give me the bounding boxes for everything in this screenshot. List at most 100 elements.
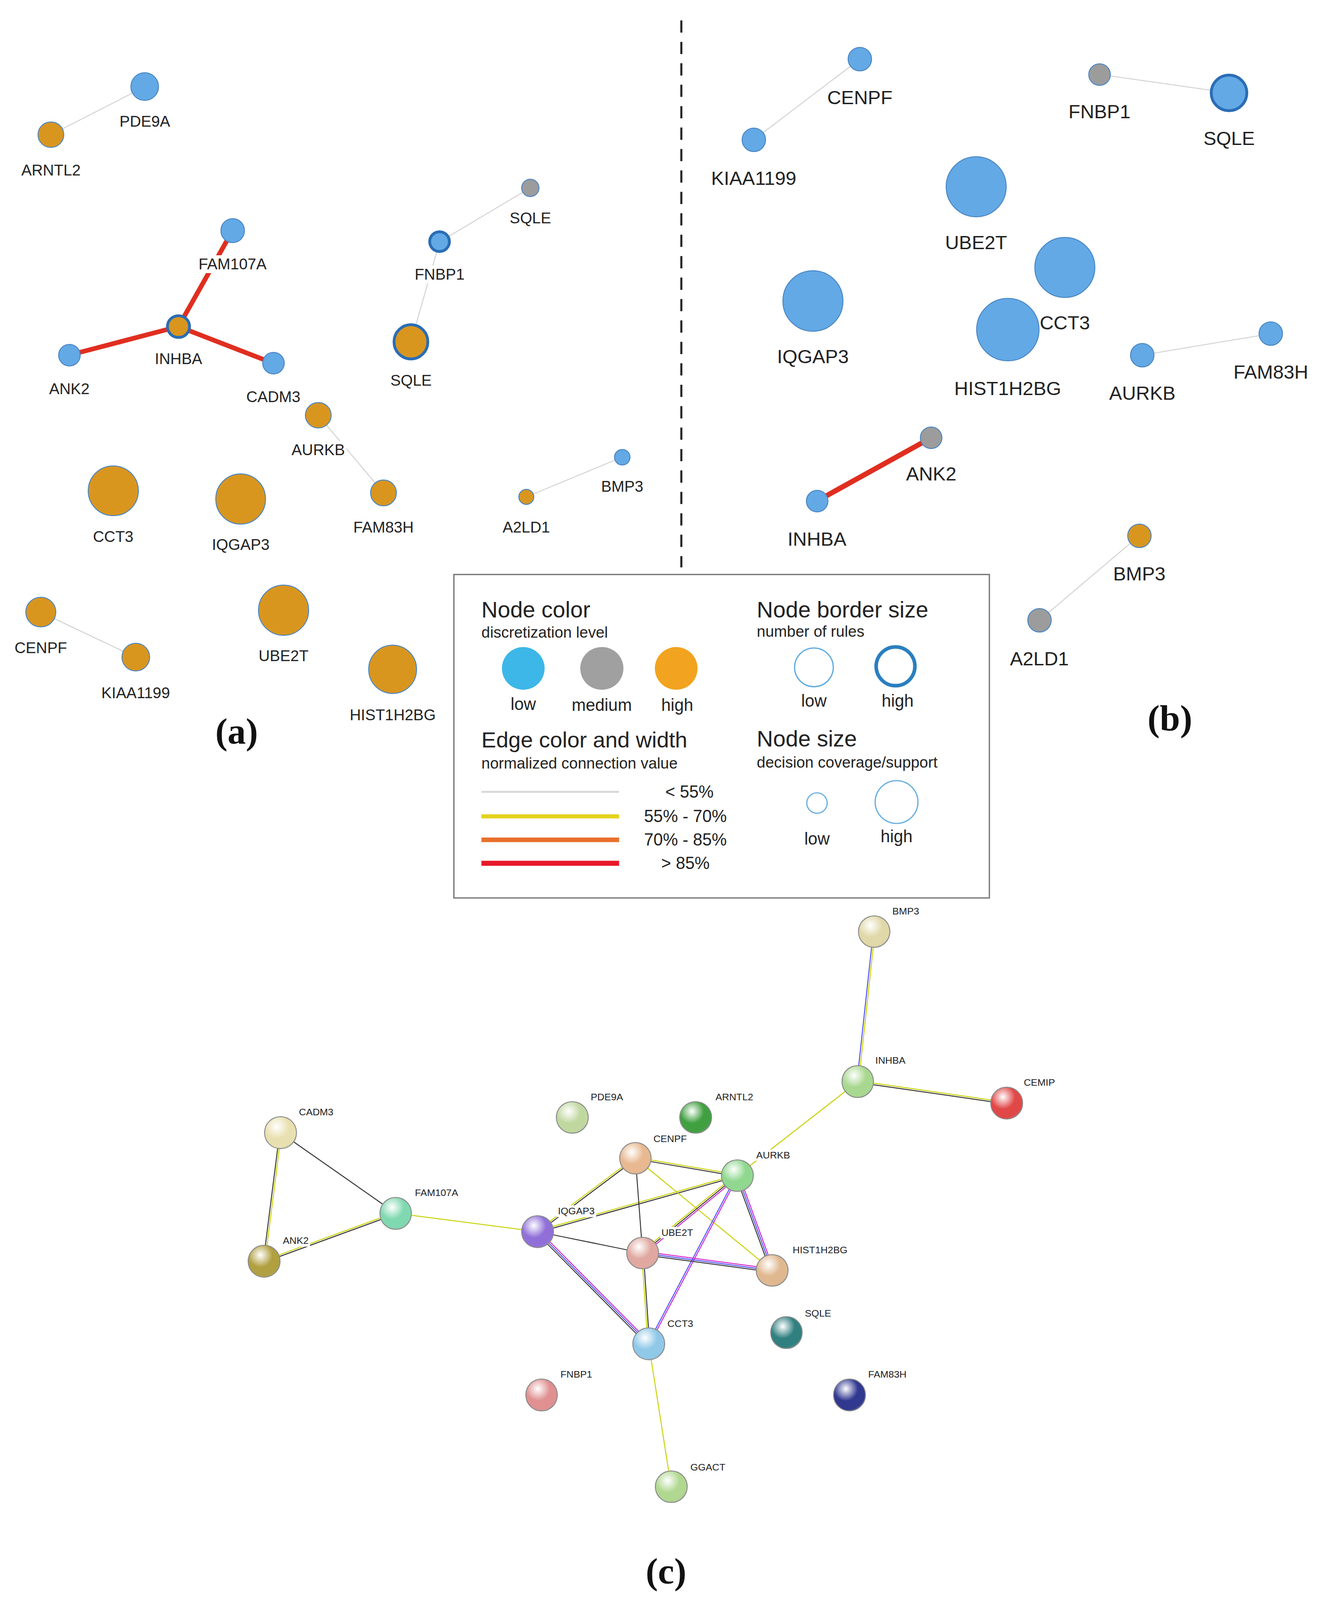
edge-line <box>651 1161 722 1174</box>
text-holder: CCT3 <box>666 1317 695 1329</box>
gene-node: HIST1H2BG <box>976 297 1040 362</box>
text-holder: medium <box>571 695 632 715</box>
legend-line-sample <box>481 813 620 819</box>
text-holder: 70% - 85% <box>644 829 727 850</box>
text-holder: UBE2T <box>943 231 1009 254</box>
panel-letter: (b) <box>1147 697 1192 740</box>
text-label: > 85% <box>661 853 710 873</box>
text-label: AURKB <box>1107 382 1177 405</box>
text-holder: ARNTL2 <box>19 161 83 180</box>
legend-border-sample <box>794 647 834 687</box>
text-label: CENPF <box>13 638 69 657</box>
protein-node: ARNTL2 <box>679 1100 713 1134</box>
edge-line <box>658 1256 756 1270</box>
edge-line <box>873 1082 991 1100</box>
text-label: BMP3 <box>599 477 645 496</box>
text-label: A2LD1 <box>1008 647 1070 670</box>
text-holder: SQLE <box>388 371 433 390</box>
text-label: KIAA1199 <box>709 167 798 190</box>
text-holder: low <box>510 694 536 714</box>
legend-box <box>454 574 990 898</box>
edge-line <box>279 1217 380 1255</box>
text-label: SQLE <box>1201 127 1256 150</box>
text-holder: PDE9A <box>118 112 172 131</box>
protein-node: CCT3 <box>632 1327 666 1360</box>
text-label: CADM3 <box>297 1106 335 1118</box>
text-holder: < 55% <box>665 781 714 802</box>
gene-node: FAM83H <box>1258 321 1283 346</box>
text-holder: SQLE <box>803 1307 833 1319</box>
text-holder: Node size <box>756 725 857 752</box>
legend-swatch <box>501 646 545 690</box>
panel-divider <box>680 20 683 568</box>
gene-node: FAM107A <box>220 218 245 243</box>
gene-node: SQLE <box>392 323 430 360</box>
gene-node: FNBP1 <box>428 230 451 253</box>
text-holder: CENPF <box>825 86 894 109</box>
text-holder: ANK2 <box>47 379 92 398</box>
text-holder: decision coverage/support <box>756 753 938 772</box>
interaction-edge <box>654 1184 727 1245</box>
legend-size-sample <box>875 780 919 824</box>
text-holder: low <box>804 828 830 849</box>
text-holder: FNBP1 <box>1067 101 1132 124</box>
text-holder: HIST1H2BG <box>791 1244 850 1256</box>
interaction-edge <box>658 1253 757 1270</box>
text-label: high <box>661 695 694 715</box>
interaction-edge <box>642 1268 649 1328</box>
text-label: INHBA <box>786 528 848 551</box>
text-label: high <box>881 690 914 711</box>
text-holder: ARNTL2 <box>713 1091 755 1103</box>
text-holder: HIST1H2BG <box>348 706 437 725</box>
edge-line <box>654 1184 724 1242</box>
text-label: Node border size <box>756 597 929 623</box>
protein-node: AURKB <box>720 1159 754 1192</box>
text-label: FNBP1 <box>559 1368 594 1380</box>
protein-node: IQGAP3 <box>521 1214 554 1248</box>
edge-line <box>293 1141 383 1204</box>
text-label: INHBA <box>153 350 204 369</box>
text-label: BMP3 <box>890 905 921 917</box>
legend-border-sample <box>876 646 916 686</box>
interaction-edge <box>547 1241 639 1334</box>
edge-line <box>547 1244 637 1334</box>
text-label: HIST1H2BG <box>952 377 1063 400</box>
text-label: GGACT <box>689 1461 728 1473</box>
text-label: FAM83H <box>351 518 415 537</box>
text-label: SQLE <box>388 371 433 390</box>
text-label: number of rules <box>756 622 865 641</box>
text-holder: Node color <box>481 597 591 623</box>
interaction-edge <box>416 252 437 325</box>
text-holder: FAM107A <box>413 1186 460 1199</box>
text-holder: CENPF <box>652 1132 689 1145</box>
text-holder: normalized connection value <box>481 754 678 773</box>
edge-line <box>411 1214 522 1230</box>
text-holder: AURKB <box>1107 382 1177 405</box>
text-holder: CADM3 <box>297 1106 335 1118</box>
edge-line <box>860 947 873 1066</box>
text-label: BMP3 <box>1111 563 1168 586</box>
interaction-edge <box>741 1190 769 1256</box>
gene-node: SQLE <box>521 178 540 198</box>
panel-letter: (c) <box>645 1549 687 1593</box>
gene-node: AURKB <box>304 402 332 429</box>
text-holder: A2LD1 <box>1008 647 1070 670</box>
text-holder: discretization level <box>481 623 608 642</box>
gene-node: FAM83H <box>370 479 397 507</box>
text-label: PDE9A <box>118 112 172 131</box>
text-label: decision coverage/support <box>756 753 938 772</box>
text-holder: CCT3 <box>1038 312 1092 335</box>
text-label: 55% - 70% <box>644 806 727 826</box>
gene-node: SQLE <box>1209 73 1249 113</box>
text-holder: IQGAP3 <box>775 346 851 369</box>
text-label: SQLE <box>803 1307 833 1319</box>
text-label: CCT3 <box>91 527 135 546</box>
protein-node: CEMIP <box>990 1086 1024 1120</box>
text-label: FAM83H <box>866 1368 909 1380</box>
text-label: < 55% <box>665 781 714 802</box>
text-holder: Edge color and width <box>481 727 688 753</box>
text-label: Edge color and width <box>481 727 688 753</box>
edge-line <box>750 1091 845 1166</box>
text-holder: GGACT <box>689 1461 728 1473</box>
legend-swatch <box>654 646 698 690</box>
